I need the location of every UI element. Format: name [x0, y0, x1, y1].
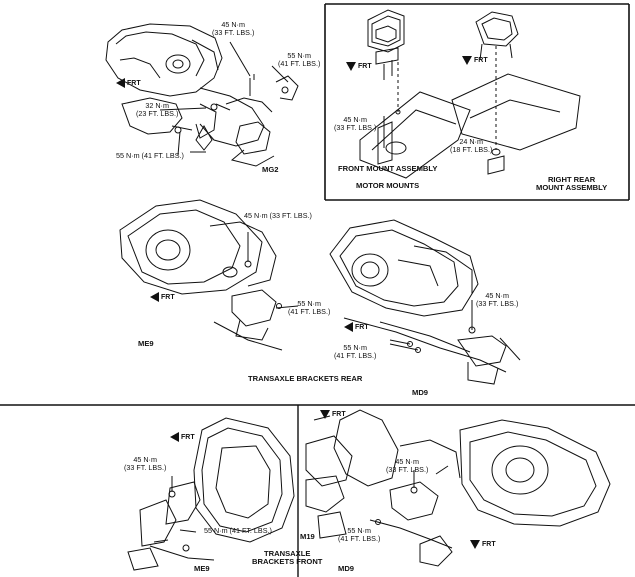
frt-arrow-icon	[462, 56, 472, 65]
mg2-transaxle-drawing	[106, 24, 298, 166]
frt-arrow-icon	[470, 540, 480, 549]
me9-rear-frt-label: FRT	[161, 293, 175, 301]
rear-mount-torque-metric: 24 N·m	[459, 137, 483, 146]
front-mount-torque-imperial: (33 FT. LBS.)	[334, 123, 377, 133]
md9-rear-transaxle-drawing	[330, 220, 520, 384]
me9-rear-torque-right-imperial: (41 FT. LBS.)	[288, 307, 331, 317]
me9-rear-code-label: ME9	[138, 339, 154, 348]
md9-front-m19-label: M19	[300, 532, 315, 541]
rear-mount-torque: 24 N·m (18 FT. LBS.)	[450, 137, 493, 155]
me9-rear-torque-right-metric: 55 N·m	[297, 299, 321, 308]
rear-mount-caption: RIGHT REAR MOUNT ASSEMBLY	[536, 175, 608, 193]
mg2-frt-indicator: FRT	[116, 78, 141, 88]
md9-rear-torque-right-metric: 45 N·m	[485, 291, 509, 300]
me9-front-torque-bottom: 55 N·m (41 FT. LBS.)	[204, 526, 272, 535]
rear-mount-caption-line2: MOUNT ASSEMBLY	[536, 183, 608, 193]
motor-mounts-frt-right-label: FRT	[474, 57, 488, 64]
md9-front-torque-bottom-metric: 55 N·m	[347, 526, 371, 535]
front-mount-torque: 45 N·m (33 FT. LBS.)	[334, 115, 377, 133]
md9-front-torque-bottom: 55 N·m (41 FT. LBS.)	[338, 526, 381, 544]
me9-front-torque-top: 45 N·m (33 FT. LBS.)	[124, 455, 167, 473]
md9-rear-code-label: MD9	[412, 388, 429, 397]
frt-arrow-icon	[346, 62, 356, 71]
me9-rear-frt-indicator: FRT	[150, 292, 175, 302]
front-mount-torque-metric: 45 N·m	[343, 115, 367, 124]
front-mount-drawing	[360, 10, 470, 178]
mg2-frt-label: FRT	[127, 79, 141, 87]
md9-rear-torque-left-metric: 55 N·m	[343, 343, 367, 352]
md9-front-torque-top-metric: 45 N·m	[395, 457, 419, 466]
rear-mount-drawing	[452, 12, 580, 174]
front-mount-caption: FRONT MOUNT ASSEMBLY	[338, 164, 438, 173]
rear-mount-caption-line1: RIGHT REAR	[547, 175, 596, 184]
md9-front-frt-bottom: FRT	[470, 540, 496, 549]
md9-front-frt-top: FRT	[320, 410, 346, 419]
transaxle-brackets-rear-title: TRANSAXLE BRACKETS REAR	[248, 374, 363, 383]
panel-borders	[0, 4, 635, 577]
md9-front-torque-bottom-imperial: (41 FT. LBS.)	[338, 534, 381, 544]
motor-mounts-frt-left: FRT	[346, 62, 372, 71]
mg2-torque-left: 32 N·m (23 FT. LBS.)	[136, 101, 179, 119]
frt-arrow-icon	[116, 78, 125, 88]
md9-front-torque-top: 45 N·m (33 FT. LBS.)	[386, 457, 429, 475]
mg2-torque-bottom: 55 N·m (41 FT. LBS.)	[116, 151, 184, 160]
md9-rear-torque-right: 45 N·m (33 FT. LBS.)	[476, 291, 519, 309]
mg2-torque-top-metric: 45 N·m	[221, 20, 245, 29]
frt-arrow-icon	[170, 432, 179, 442]
me9-front-frt-label: FRT	[181, 433, 195, 441]
front-title-line2: BRACKETS FRONT	[252, 557, 323, 567]
front-title-line1: TRANSAXLE	[264, 549, 311, 558]
frt-arrow-icon	[320, 410, 330, 419]
md9-front-frt-bottom-label: FRT	[482, 541, 496, 548]
md9-rear-torque-right-imperial: (33 FT. LBS.)	[476, 299, 519, 309]
me9-front-transaxle-drawing	[128, 418, 294, 570]
mg2-torque-left-metric: 32 N·m	[145, 101, 169, 110]
mg2-torque-top: 45 N·m (33 FT. LBS.)	[212, 20, 255, 38]
me9-rear-torque-right: 55 N·m (41 FT. LBS.)	[288, 299, 331, 317]
rear-mount-torque-imperial: (18 FT. LBS.)	[450, 145, 493, 155]
mg2-torque-left-imperial: (23 FT. LBS.)	[136, 109, 179, 119]
me9-front-code-label: ME9	[194, 564, 210, 573]
frt-arrow-icon	[150, 292, 159, 302]
md9-rear-torque-left-imperial: (41 FT. LBS.)	[334, 351, 377, 361]
motor-mounts-title: MOTOR MOUNTS	[356, 181, 420, 190]
me9-front-torque-top-metric: 45 N·m	[133, 455, 157, 464]
md9-front-frt-top-label: FRT	[332, 411, 346, 418]
me9-front-torque-top-imperial: (33 FT. LBS.)	[124, 463, 167, 473]
mg2-torque-right-imperial: (41 FT. LBS.)	[278, 59, 321, 69]
frt-arrow-icon	[344, 322, 353, 332]
md9-front-code-label: MD9	[338, 564, 355, 573]
md9-front-transaxle-drawing	[306, 410, 610, 566]
me9-rear-transaxle-drawing	[120, 200, 298, 350]
transaxle-brackets-front-title: TRANSAXLE BRACKETS FRONT	[252, 549, 323, 567]
mg2-torque-right-metric: 55 N·m	[287, 51, 311, 60]
motor-mounts-frt-right: FRT	[462, 56, 488, 65]
me9-rear-torque-top: 45 N·m (33 FT. LBS.)	[244, 211, 312, 220]
md9-rear-torque-left: 55 N·m (41 FT. LBS.)	[334, 343, 377, 361]
mg2-torque-right: 55 N·m (41 FT. LBS.)	[278, 51, 321, 69]
mg2-torque-top-imperial: (33 FT. LBS.)	[212, 28, 255, 38]
md9-rear-frt-label: FRT	[355, 323, 369, 331]
motor-mounts-frt-left-label: FRT	[358, 63, 372, 70]
me9-front-frt-indicator: FRT	[170, 432, 195, 442]
md9-rear-frt-indicator: FRT	[344, 322, 369, 332]
md9-front-torque-top-imperial: (33 FT. LBS.)	[386, 465, 429, 475]
mg2-code-label: MG2	[262, 165, 279, 174]
